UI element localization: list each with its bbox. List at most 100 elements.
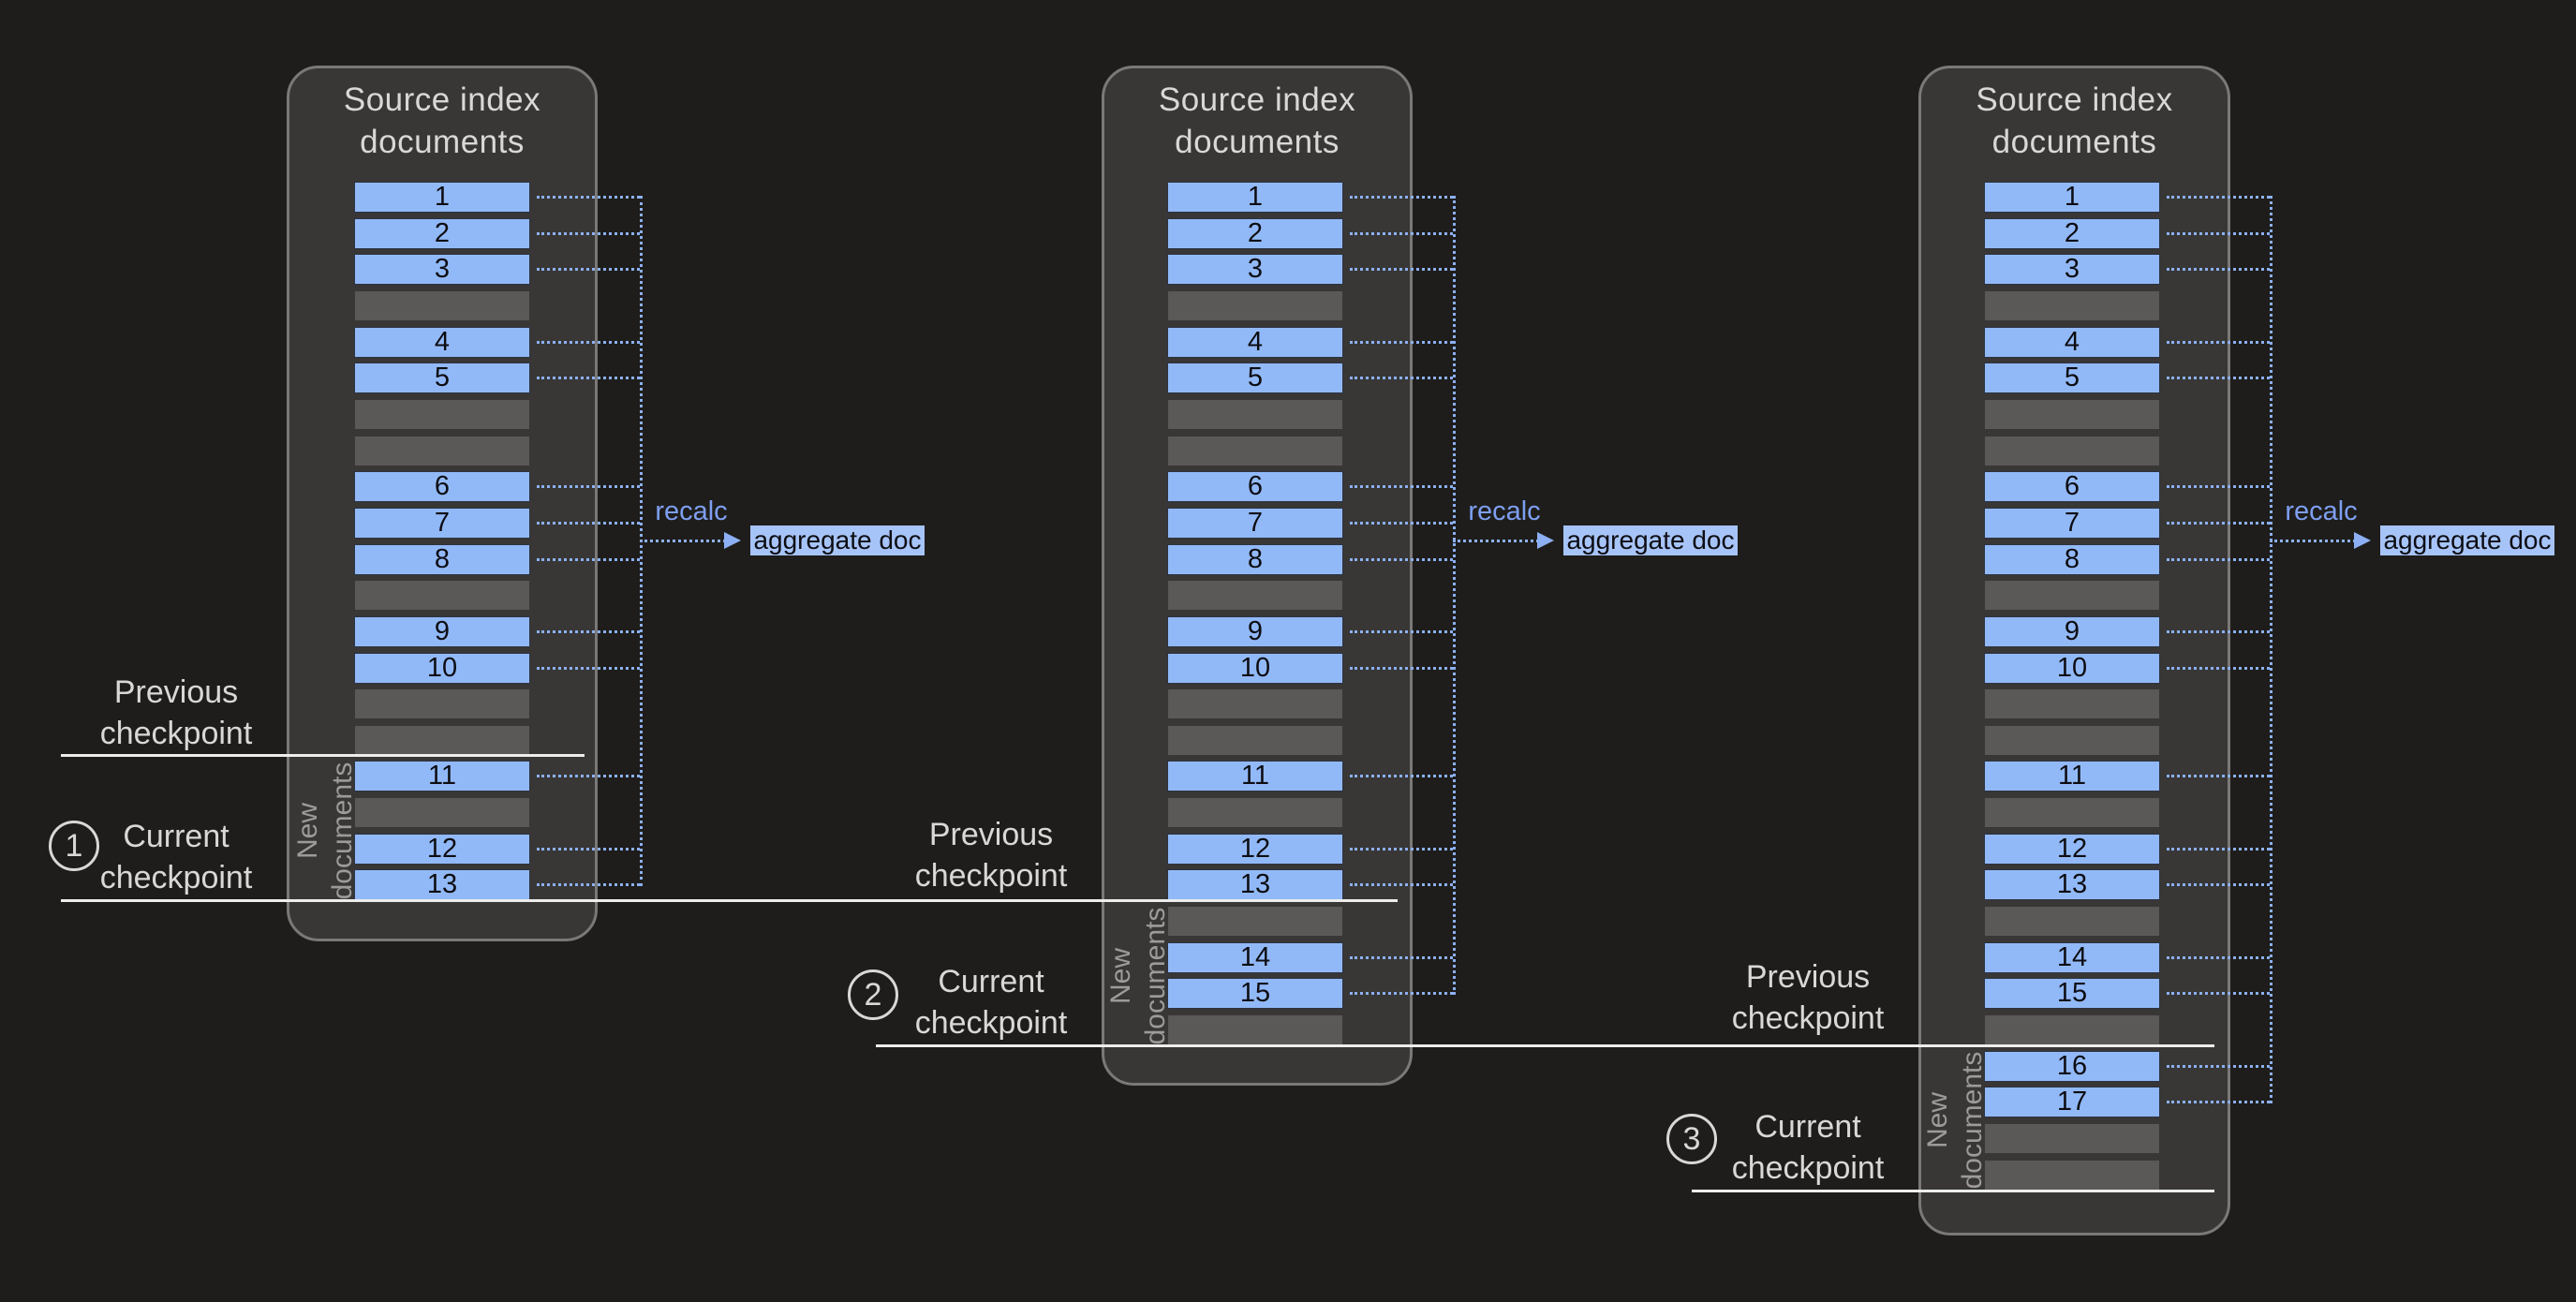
checkpoint-line [876, 1043, 2214, 1047]
document-bar: 12 [354, 833, 530, 865]
document-connector-line [1350, 557, 1453, 561]
document-connector-line [537, 340, 640, 344]
document-connector-line [2167, 557, 2270, 561]
document-connector-line [537, 485, 640, 489]
document-connector-line [537, 666, 640, 670]
document-connector-line [2167, 1101, 2270, 1104]
document-bar: 7 [1167, 507, 1343, 539]
document-bar: 14 [1167, 941, 1343, 973]
document-bar: 6 [1167, 471, 1343, 503]
placeholder-bar [355, 689, 529, 719]
previous-checkpoint-label: Previous checkpoint [1731, 959, 1885, 1036]
placeholder-bar [1168, 290, 1342, 320]
document-bar: 10 [354, 652, 530, 684]
checkpoint-line [61, 753, 585, 757]
document-connector-line [1350, 268, 1453, 272]
document-connector-line [537, 629, 640, 633]
step-number-badge: 2 [848, 969, 898, 1020]
placeholder-bar [1168, 1014, 1342, 1044]
document-connector-line [2167, 268, 2270, 272]
document-connector-line [537, 196, 640, 199]
document-connector-line [1350, 340, 1453, 344]
aggregate-doc-box: aggregate doc [1563, 525, 1738, 555]
recalc-arrowhead-icon [724, 532, 741, 549]
document-connector-line [537, 268, 640, 272]
document-connector-line [2167, 955, 2270, 959]
document-bar: 17 [1984, 1087, 2160, 1118]
placeholder-bar [1168, 907, 1342, 936]
placeholder-bar [1168, 436, 1342, 466]
document-bar: 1 [1167, 182, 1343, 213]
checkpoint-line [1692, 1189, 2214, 1192]
placeholder-bar [1985, 399, 2159, 429]
document-bar: 14 [1984, 941, 2160, 973]
document-connector-line [537, 775, 640, 778]
document-bar: 9 [1167, 615, 1343, 647]
panel-title: Source index documents [343, 81, 541, 160]
document-bar: 12 [1984, 833, 2160, 865]
document-bar: 7 [354, 507, 530, 539]
aggregate-doc-box: aggregate doc [2380, 525, 2554, 555]
placeholder-bar [1985, 689, 2159, 719]
placeholder-bar [355, 399, 529, 429]
document-bar: 11 [354, 761, 530, 792]
panel-title: Source index documents [1158, 81, 1356, 160]
document-bar: 8 [1167, 543, 1343, 575]
placeholder-bar [355, 436, 529, 466]
document-bar: 9 [354, 615, 530, 647]
document-connector-line [1350, 883, 1453, 887]
document-connector-line [537, 883, 640, 887]
placeholder-bar [1168, 581, 1342, 611]
placeholder-bar [355, 581, 529, 611]
document-connector-line [2167, 521, 2270, 525]
panel-title: Source index documents [1976, 81, 2173, 160]
connector-bracket [2270, 196, 2273, 1104]
document-bar: 8 [1984, 543, 2160, 575]
document-connector-line [537, 557, 640, 561]
recalc-arrow-line [640, 539, 726, 542]
document-connector-line [2167, 847, 2270, 851]
placeholder-bar [1985, 907, 2159, 936]
document-bar: 16 [1984, 1050, 2160, 1082]
placeholder-bar [1985, 1014, 2159, 1044]
document-bar: 13 [1167, 869, 1343, 901]
placeholder-bar [1985, 290, 2159, 320]
step-number-badge: 3 [1666, 1114, 1717, 1164]
document-connector-line [537, 377, 640, 380]
placeholder-bar [1985, 581, 2159, 611]
aggregate-doc-box: aggregate doc [750, 525, 925, 555]
current-checkpoint-label: Current checkpoint [99, 819, 253, 895]
placeholder-bar [1168, 689, 1342, 719]
document-connector-line [1350, 377, 1453, 380]
document-connector-line [537, 231, 640, 235]
document-connector-line [1350, 231, 1453, 235]
recalc-arrow-line [1453, 539, 1539, 542]
document-bar: 10 [1167, 652, 1343, 684]
document-bar: 3 [1167, 254, 1343, 286]
placeholder-bar [355, 798, 529, 827]
recalc-arrow-line [2270, 539, 2356, 542]
document-bar: 10 [1984, 652, 2160, 684]
placeholder-bar [1168, 798, 1342, 827]
placeholder-bar [355, 290, 529, 320]
document-bar: 11 [1984, 761, 2160, 792]
placeholder-bar [1168, 399, 1342, 429]
document-bar: 15 [1167, 978, 1343, 1010]
document-connector-line [2167, 883, 2270, 887]
document-bar: 13 [354, 869, 530, 901]
document-bar: 6 [354, 471, 530, 503]
placeholder-bar [1985, 1123, 2159, 1153]
document-connector-line [1350, 196, 1453, 199]
document-connector-line [537, 521, 640, 525]
recalc-arrowhead-icon [2354, 532, 2371, 549]
previous-checkpoint-label: Previous checkpoint [914, 817, 1068, 894]
placeholder-bar [1168, 725, 1342, 755]
document-connector-line [2167, 196, 2270, 199]
document-connector-line [2167, 231, 2270, 235]
document-bar: 5 [1167, 362, 1343, 394]
document-bar: 13 [1984, 869, 2160, 901]
document-bar: 7 [1984, 507, 2160, 539]
placeholder-bar [355, 725, 529, 755]
placeholder-bar [1985, 436, 2159, 466]
